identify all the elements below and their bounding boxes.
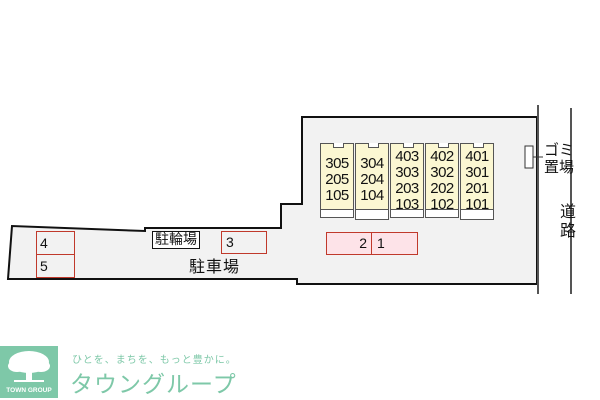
parking-number: 5: [40, 258, 48, 274]
balcony-strip: [460, 209, 494, 220]
unit-notch: [368, 143, 379, 148]
unit-column-1[interactable]: 305 205 105: [320, 143, 354, 210]
unit-notch: [438, 143, 449, 148]
tree-icon: [8, 351, 50, 382]
unit-number: 401: [465, 148, 489, 165]
unit-column-5[interactable]: 401 301 201 101: [460, 143, 494, 213]
garbage-area-label: ゴミ 置場: [544, 142, 574, 176]
unit-number: 403: [395, 148, 419, 165]
parking-space-3[interactable]: 3: [221, 231, 267, 254]
parking-number: 1: [377, 235, 385, 251]
unit-number: 302: [430, 164, 454, 181]
unit-number: 104: [360, 187, 384, 204]
company-name: タウングループ: [70, 372, 237, 398]
parking-number: 2: [359, 235, 367, 251]
parking-lot-label: 駐車場: [189, 257, 241, 276]
unit-number: 305: [325, 155, 349, 172]
road-label: 道 路: [560, 202, 576, 240]
unit-number: 101: [465, 196, 489, 213]
road-label-line1: 道: [560, 202, 577, 221]
parking-number: 4: [40, 235, 48, 251]
tagline: ひとを、まちを、もっと豊かに。: [72, 355, 237, 366]
parking-space-4[interactable]: 4: [36, 231, 75, 255]
unit-column-4[interactable]: 402 302 202 102: [425, 143, 459, 213]
unit-number: 102: [430, 196, 454, 213]
company-logo: TOWN GROUP: [0, 346, 58, 398]
balcony-strip: [320, 209, 354, 218]
bicycle-parking-label: 駐輪場: [152, 231, 200, 249]
unit-number: 301: [465, 164, 489, 181]
unit-notch: [333, 143, 344, 148]
parking-space-2[interactable]: 2: [326, 232, 372, 255]
unit-number: 203: [395, 180, 419, 197]
unit-number: 303: [395, 164, 419, 181]
unit-number: 204: [360, 171, 384, 188]
unit-column-3[interactable]: 403 303 203 103: [390, 143, 424, 213]
parking-space-1[interactable]: 1: [371, 232, 418, 255]
logo-text: TOWN GROUP: [6, 387, 52, 394]
unit-number: 304: [360, 155, 384, 172]
unit-number: 202: [430, 180, 454, 197]
unit-number: 201: [465, 180, 489, 197]
parking-number: 3: [226, 234, 234, 250]
unit-notch: [403, 143, 414, 148]
unit-notch: [473, 143, 484, 148]
unit-number: 205: [325, 171, 349, 188]
balcony-strip: [390, 209, 424, 218]
unit-number: 402: [430, 148, 454, 165]
garbage-label-line2: 置場: [544, 158, 575, 176]
parking-space-5[interactable]: 5: [36, 254, 75, 278]
unit-number: 103: [395, 196, 419, 213]
unit-column-2[interactable]: 304 204 104: [355, 143, 389, 210]
road-label-line2: 路: [560, 221, 577, 240]
garbage-label-line1: ゴミ: [544, 141, 575, 159]
balcony-strip: [355, 209, 389, 220]
balcony-strip: [425, 209, 459, 218]
unit-number: 105: [325, 187, 349, 204]
